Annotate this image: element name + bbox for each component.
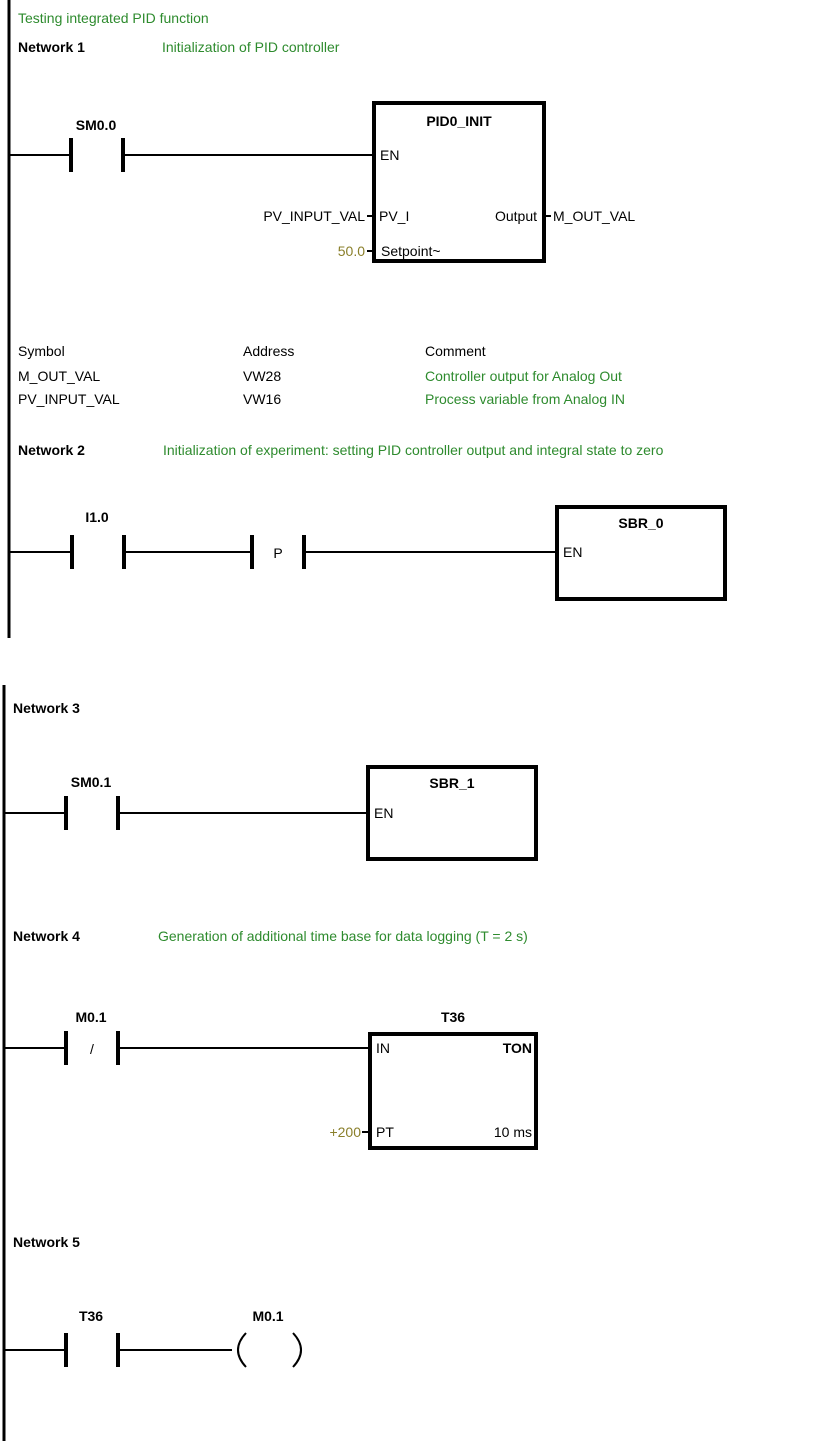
program-title: Testing integrated PID function	[18, 10, 209, 26]
network-4-comment: Generation of additional time base for d…	[158, 928, 528, 944]
pt-operand: +200	[329, 1124, 361, 1140]
timer-pt-pin: PT	[376, 1124, 394, 1140]
network-3: Network 3 SM0.1 SBR_1 EN	[4, 700, 538, 861]
symbol-table-row-1-address: VW28	[243, 368, 281, 384]
symbol-table-row-1-comment: Controller output for Analog Out	[425, 368, 622, 384]
pid-pv-pin: PV_I	[379, 208, 409, 224]
network-4-contact-label: M0.1	[75, 1009, 106, 1025]
symbol-table-row-2-address: VW16	[243, 391, 281, 407]
network-1: Network 1 Initialization of PID controll…	[9, 39, 635, 407]
sbr0-box[interactable]	[555, 505, 727, 601]
sbr1-en-pin: EN	[374, 805, 393, 821]
sbr1-box[interactable]	[366, 765, 538, 861]
network-5-label: Network 5	[13, 1234, 80, 1250]
network-2: Network 2 Initialization of experiment: …	[9, 442, 727, 601]
network-1-comment: Initialization of PID controller	[162, 39, 340, 55]
network-3-contact-label: SM0.1	[71, 774, 112, 790]
network-4-label: Network 4	[13, 928, 80, 944]
address-header: Address	[243, 343, 294, 359]
pid-en-pin: EN	[380, 147, 399, 163]
network-5-contact-label: T36	[79, 1308, 103, 1324]
timer-name: T36	[441, 1009, 465, 1025]
network-4: Network 4 Generation of additional time …	[4, 928, 538, 1150]
sbr0-en-pin: EN	[563, 544, 582, 560]
network-1-contact[interactable]	[69, 138, 125, 172]
network-2-contact-label: I1.0	[85, 509, 109, 525]
sbr1-title: SBR_1	[429, 775, 474, 791]
network-2-positive-edge[interactable]: P	[250, 535, 306, 569]
symbol-table-row-2-symbol: PV_INPUT_VAL	[18, 391, 120, 407]
comment-header: Comment	[425, 343, 486, 359]
pid-setpoint-pin: Setpoint~	[381, 243, 441, 259]
symbol-table-row-2-comment: Process variable from Analog IN	[425, 391, 625, 407]
sbr0-title: SBR_0	[618, 515, 663, 531]
pv-operand: PV_INPUT_VAL	[263, 208, 365, 224]
output-coil[interactable]	[237, 1332, 302, 1368]
network-3-label: Network 3	[13, 700, 80, 716]
ton-timer-box[interactable]	[368, 1032, 538, 1150]
network-1-label: Network 1	[18, 39, 85, 55]
timer-base: 10 ms	[494, 1124, 532, 1140]
timer-in-pin: IN	[376, 1040, 390, 1056]
pid-output-pin: Output	[495, 208, 537, 224]
symbol-header: Symbol	[18, 343, 65, 359]
nc-contact-slash: /	[90, 1041, 94, 1057]
symbol-table: Symbol Address Comment M_OUT_VAL VW28 Co…	[18, 343, 625, 407]
network-4-normally-closed-contact[interactable]: /	[64, 1031, 120, 1065]
network-3-contact[interactable]	[64, 796, 120, 830]
network-2-comment: Initialization of experiment: setting PI…	[163, 442, 664, 458]
network-2-contact[interactable]	[70, 535, 126, 569]
network-5: Network 5 T36 M0.1	[4, 1234, 302, 1368]
setpoint-operand: 50.0	[338, 243, 365, 259]
output-operand: M_OUT_VAL	[553, 208, 635, 224]
timer-type: TON	[503, 1040, 532, 1056]
network-5-contact[interactable]	[64, 1333, 120, 1367]
symbol-table-row-1-symbol: M_OUT_VAL	[18, 368, 100, 384]
pid-init-title: PID0_INIT	[426, 113, 492, 129]
pid-init-box[interactable]	[372, 101, 546, 263]
network-1-contact-label: SM0.0	[76, 117, 117, 133]
network-2-label: Network 2	[18, 442, 85, 458]
coil-label: M0.1	[252, 1308, 283, 1324]
edge-label: P	[273, 545, 282, 561]
